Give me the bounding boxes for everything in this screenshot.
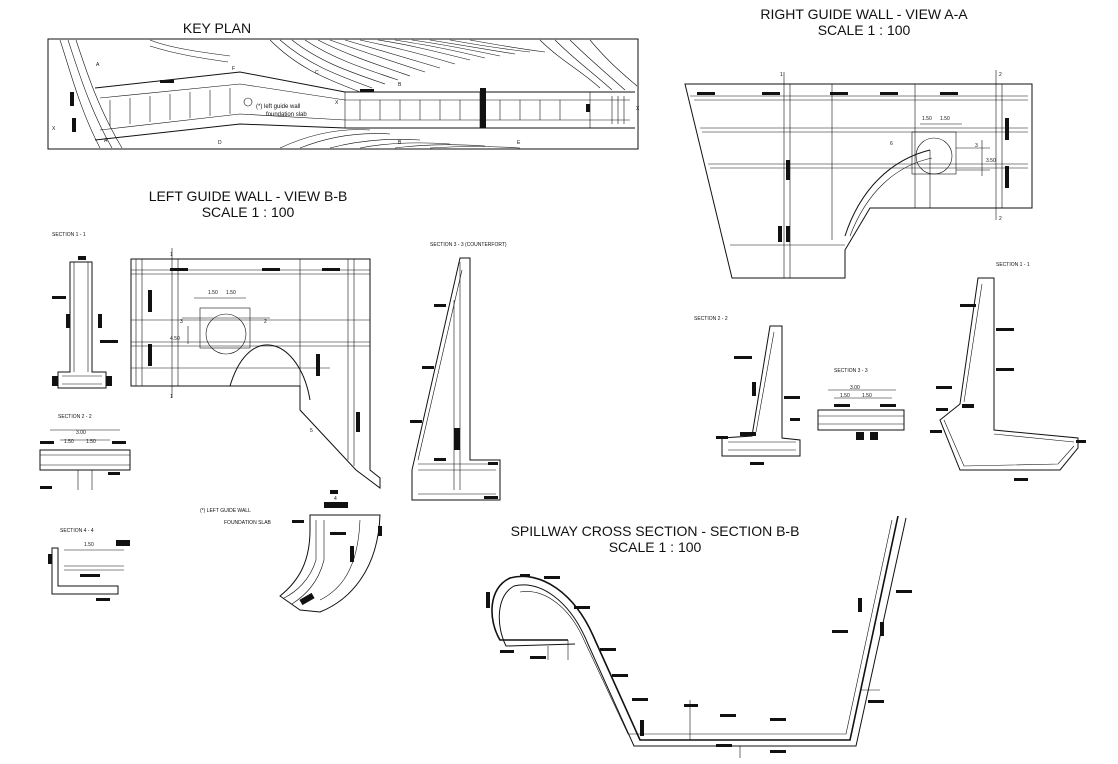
- left-view-mark-2: 2: [264, 319, 267, 325]
- left-view-mark-1a: 1: [170, 252, 173, 258]
- left-section-2-2-dim-300: 3.00: [76, 430, 86, 436]
- key-plan-mark-x1: X: [52, 126, 56, 132]
- left-view-dim-150b: 1.50: [226, 290, 236, 296]
- right-section-3-3-dim-150b: 1.50: [862, 393, 872, 399]
- key-plan-drawing: (*) left guide wall foundation slab A A …: [47, 38, 640, 150]
- left-foundation-slab-detail: (*) LEFT GUIDE WALL FOUNDATION SLAB 4: [200, 490, 382, 613]
- right-view-dim-150b: 1.50: [940, 116, 950, 122]
- right-guide-wall-title: RIGHT GUIDE WALL - VIEW A-A: [760, 6, 968, 22]
- right-view-dim-150a: 1.50: [922, 116, 932, 122]
- left-view-dim-450: 4.50: [170, 336, 180, 342]
- left-section-3-3-counterfort: SECTION 3 - 3 (COUNTERFORT): [410, 242, 507, 501]
- key-plan-note-line2: foundation slab: [266, 112, 307, 118]
- left-view-mark-3: 3: [180, 319, 183, 325]
- left-section-2-2: SECTION 2 - 2 3.00 1.50 1.50: [39, 414, 131, 490]
- left-view-mark-5: 5: [310, 428, 313, 434]
- key-plan-note-line1: (*) left guide wall: [256, 104, 300, 110]
- left-section-1-1-label: SECTION 1 - 1: [52, 232, 86, 238]
- key-plan-mark-b2: B: [398, 140, 402, 146]
- left-section-2-2-dim-150a: 1.50: [64, 439, 74, 445]
- key-plan-mark-f: F: [232, 66, 235, 72]
- right-section-2-2: SECTION 2 - 2: [694, 316, 801, 465]
- slab-note-line2: FOUNDATION SLAB: [224, 520, 272, 526]
- key-plan-mark-x2: X: [335, 100, 339, 106]
- left-section-4-4: SECTION 4 - 4 1.50: [48, 528, 130, 601]
- right-section-3-3-dim-150a: 1.50: [840, 393, 850, 399]
- key-plan-frame: [47, 38, 639, 150]
- left-section-4-4-dim-150: 1.50: [84, 542, 94, 548]
- right-section-1-1: SECTION 1 - 1: [930, 262, 1086, 481]
- right-view-dim-350: 3.50: [986, 158, 996, 164]
- spillway-cross-section-title: SPILLWAY CROSS SECTION - SECTION B-B: [511, 523, 800, 539]
- key-plan-mark-c: C: [315, 70, 319, 76]
- key-plan-mark-x3: X: [636, 106, 640, 112]
- left-guide-wall-view: 1.50 1.50 4.50 3 2 1 1 5: [130, 248, 381, 489]
- right-view-mark-2a: 2: [999, 72, 1002, 78]
- left-guide-wall-scale: SCALE 1 : 100: [202, 204, 295, 220]
- key-plan-mark-d: D: [218, 140, 222, 146]
- left-section-2-2-dim-150b: 1.50: [86, 439, 96, 445]
- right-section-1-1-label: SECTION 1 - 1: [996, 262, 1030, 268]
- left-guide-wall-title: LEFT GUIDE WALL - VIEW B-B: [149, 188, 348, 204]
- key-plan-mark-a2: A: [104, 138, 108, 144]
- right-view-mark-1: 1: [780, 72, 783, 78]
- left-section-3-3-label: SECTION 3 - 3 (COUNTERFORT): [430, 242, 507, 248]
- key-plan-mark-b1: B: [398, 82, 402, 88]
- left-section-2-2-label: SECTION 2 - 2: [58, 414, 92, 420]
- right-section-3-3: SECTION 3 - 3 3.00 1.50 1.50: [817, 368, 905, 440]
- right-guide-wall-scale: SCALE 1 : 100: [818, 22, 911, 38]
- left-section-4-4-label: SECTION 4 - 4: [60, 528, 94, 534]
- spillway-cross-section-scale: SCALE 1 : 100: [609, 539, 702, 555]
- left-view-mark-1b: 1: [170, 394, 173, 400]
- right-view-mark-3: 3: [975, 143, 978, 149]
- right-section-3-3-dim-300: 3.00: [850, 385, 860, 391]
- right-section-2-2-label: SECTION 2 - 2: [694, 316, 728, 322]
- right-guide-wall-view: 1.50 1.50 3.50 3 6 1 2 2: [684, 70, 1033, 279]
- slab-mark-4: 4: [334, 496, 337, 502]
- left-section-1-1: SECTION 1 - 1: [52, 232, 118, 389]
- key-plan-title: KEY PLAN: [183, 20, 251, 36]
- right-section-3-3-label: SECTION 3 - 3: [834, 368, 868, 374]
- right-view-mark-6: 6: [890, 141, 893, 147]
- left-view-dim-150a: 1.50: [208, 290, 218, 296]
- key-plan-mark-e: E: [517, 140, 521, 146]
- key-plan-mark-a1: A: [96, 62, 100, 68]
- slab-note-line1: (*) LEFT GUIDE WALL: [200, 508, 251, 514]
- right-view-mark-2b: 2: [999, 216, 1002, 222]
- spillway-cross-section: [486, 515, 912, 758]
